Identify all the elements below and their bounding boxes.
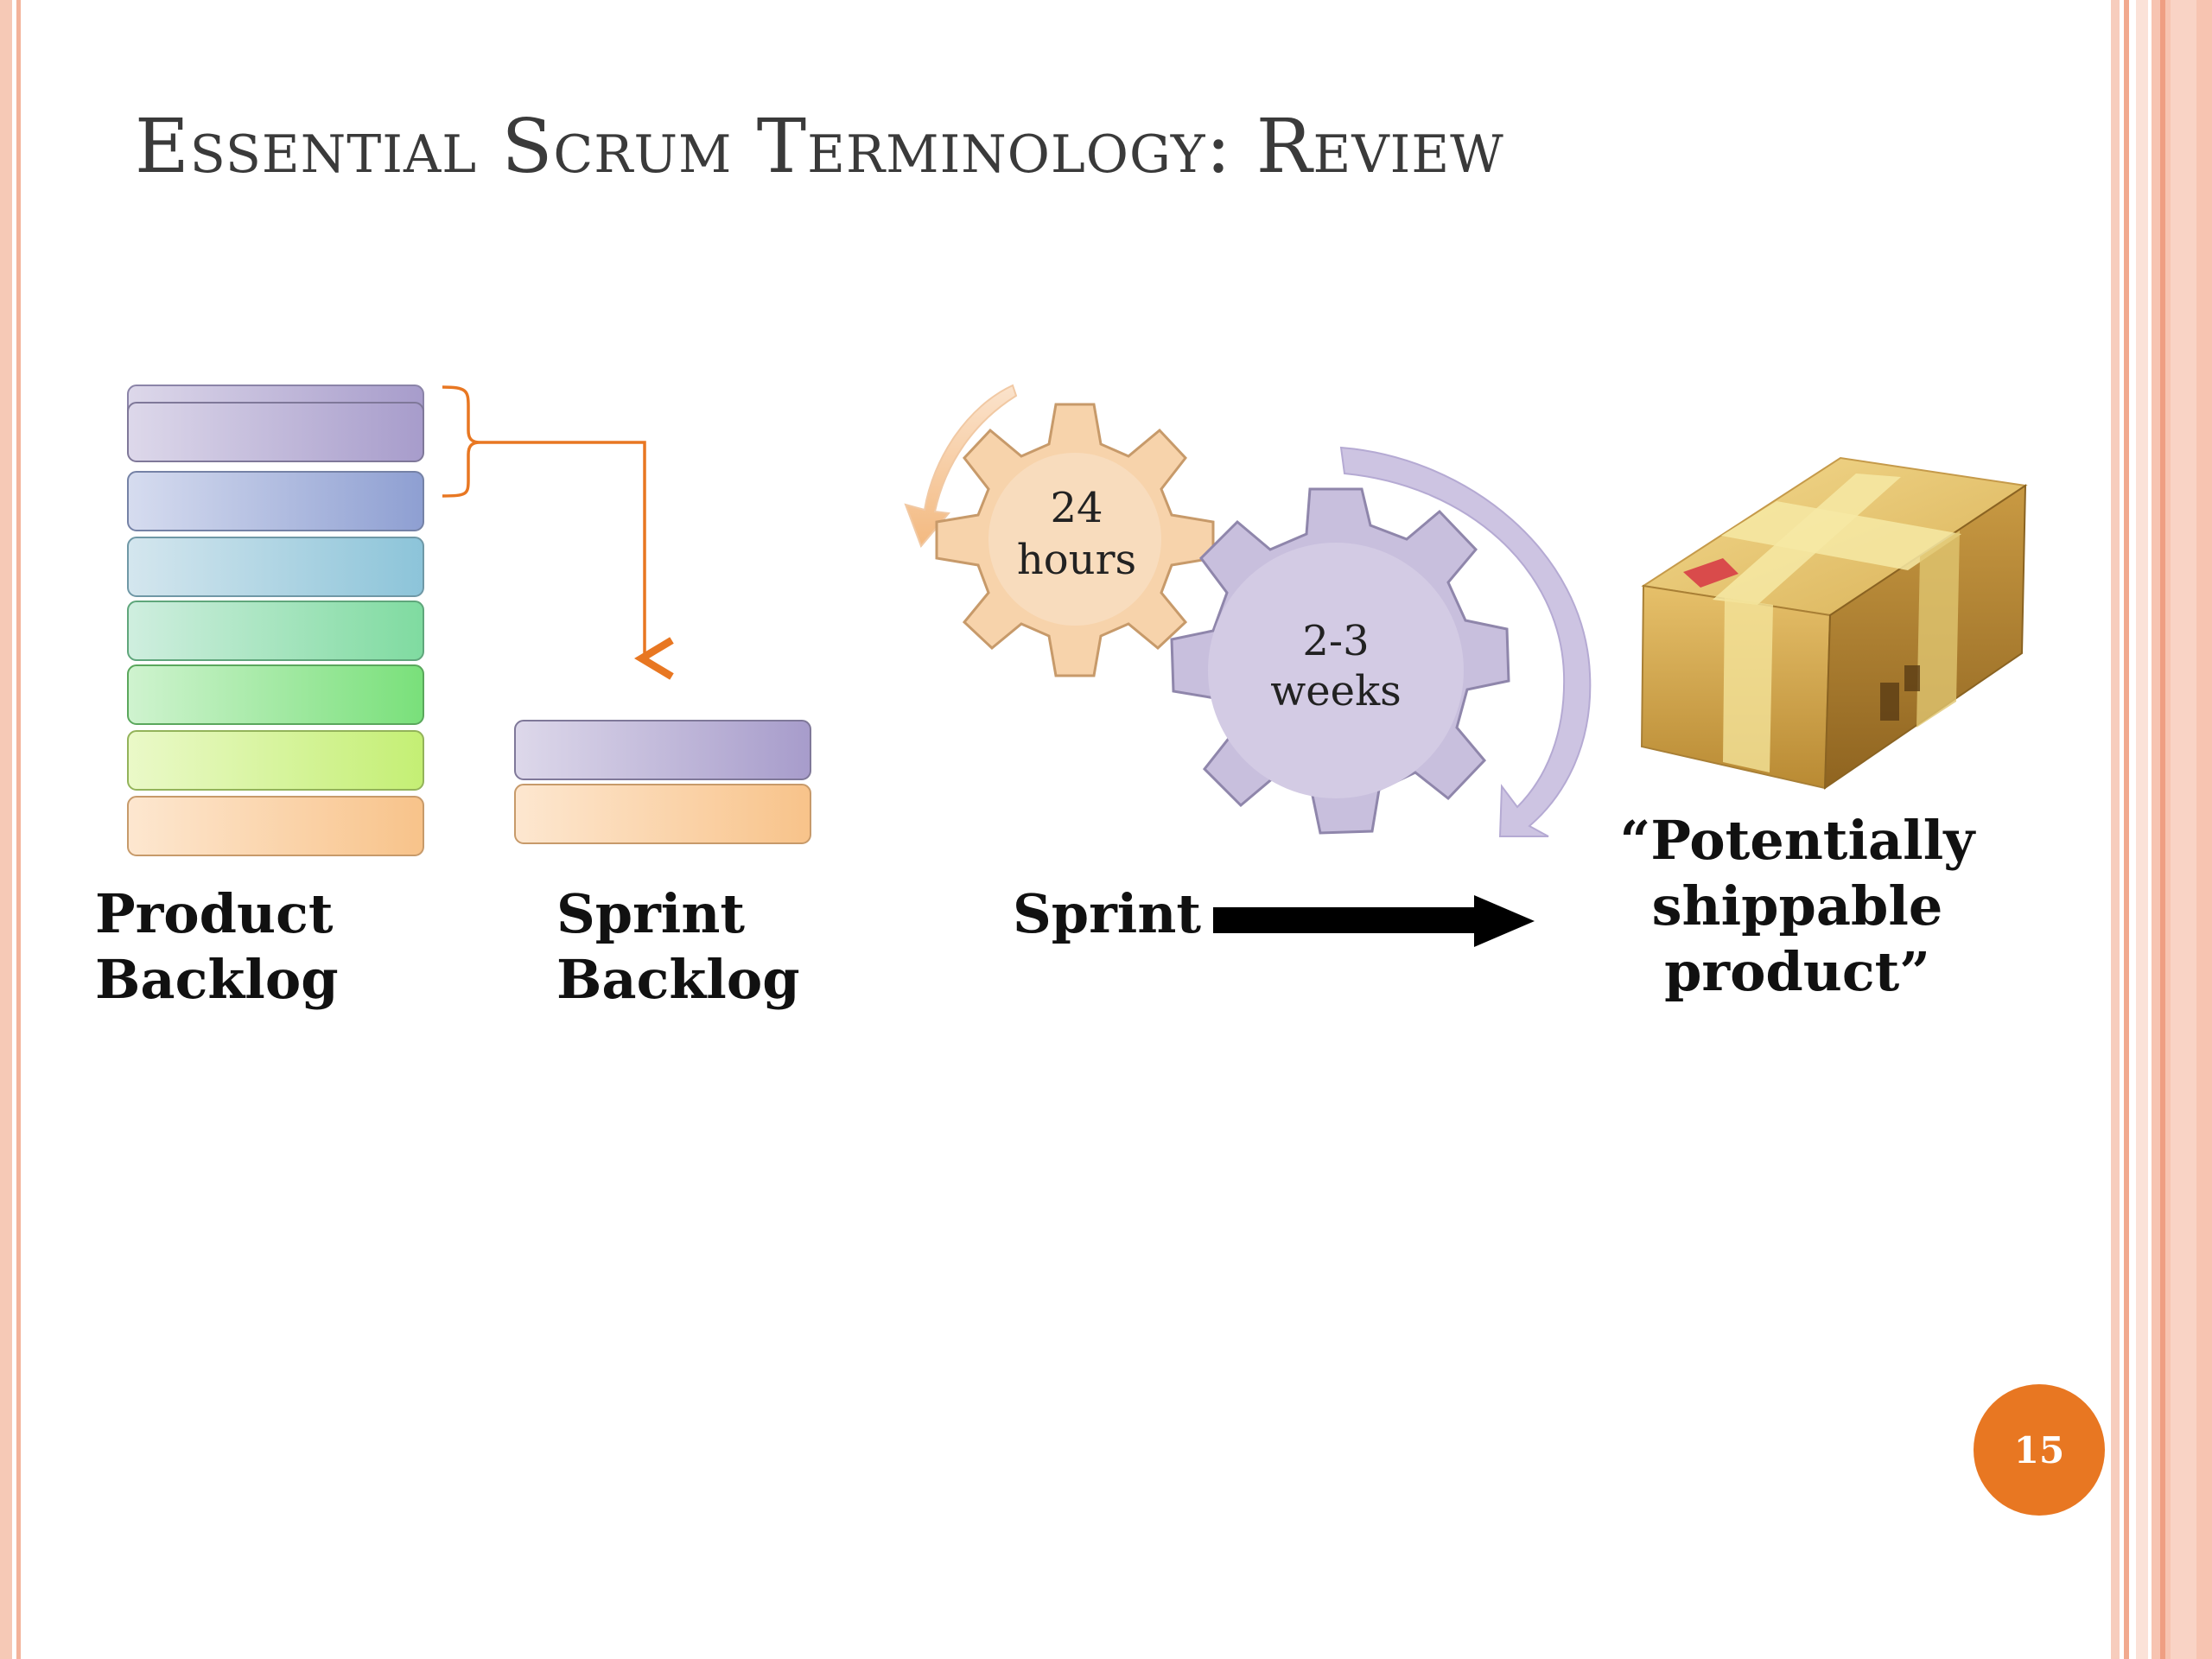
package-box-icon: [1640, 456, 2028, 790]
large-gear-line2: weeks: [1270, 667, 1402, 715]
page-number-badge: 15: [1974, 1384, 2105, 1516]
product-backlog-stack: [127, 385, 424, 856]
backlog-item: [127, 471, 424, 531]
cycle-arrow-icon: [904, 384, 1018, 548]
small-gear-line2: hours: [1017, 536, 1136, 584]
right-border-stripe: [2136, 0, 2148, 1659]
backlog-item: [127, 796, 424, 856]
shippable-product-line1: “Potentially: [1619, 809, 1975, 872]
sprint-backlog-item: [514, 784, 811, 844]
sprint-backlog-label-line2: Backlog: [556, 948, 800, 1011]
right-border-stripe: [2124, 0, 2129, 1659]
sprint-label: Sprint: [1013, 882, 1202, 945]
right-border-stripe: [2111, 0, 2120, 1659]
right-border-stripe: [2160, 0, 2165, 1659]
sprint-backlog-label: Sprint Backlog: [556, 881, 800, 1013]
slide-title: Essential Scrum Terminology: Review: [135, 104, 1504, 190]
sprint-backlog-label-line1: Sprint: [556, 882, 746, 945]
right-border-stripe: [2171, 0, 2196, 1659]
gear-icon: [935, 403, 1215, 677]
shippable-product-line3: product”: [1664, 940, 1930, 1003]
bracket-arrow-icon: [442, 385, 645, 658]
backlog-item: [127, 664, 424, 725]
sprint-backlog-stack: [514, 720, 811, 844]
left-border: [0, 0, 12, 1659]
product-backlog-label-line2: Backlog: [95, 948, 339, 1011]
shippable-product-line2: shippable: [1651, 874, 1943, 938]
product-backlog-label: Product Backlog: [95, 881, 339, 1013]
left-border-line: [16, 0, 21, 1659]
small-gear-line1: 24: [1050, 484, 1103, 532]
backlog-item: [127, 730, 424, 791]
cycle-arrow-icon: [1339, 446, 1592, 837]
product-backlog-label-line1: Product: [95, 882, 334, 945]
backlog-item: [127, 537, 424, 597]
sprint-backlog-item: [514, 720, 811, 780]
backlog-item: [127, 402, 424, 462]
large-gear-line1: 2-3: [1302, 617, 1369, 665]
right-arrow-icon: [1213, 895, 1535, 947]
shippable-product-label: “Potentially shippable product”: [1590, 808, 2005, 1005]
backlog-item: [127, 601, 424, 661]
gear-icon: [1170, 487, 1510, 835]
